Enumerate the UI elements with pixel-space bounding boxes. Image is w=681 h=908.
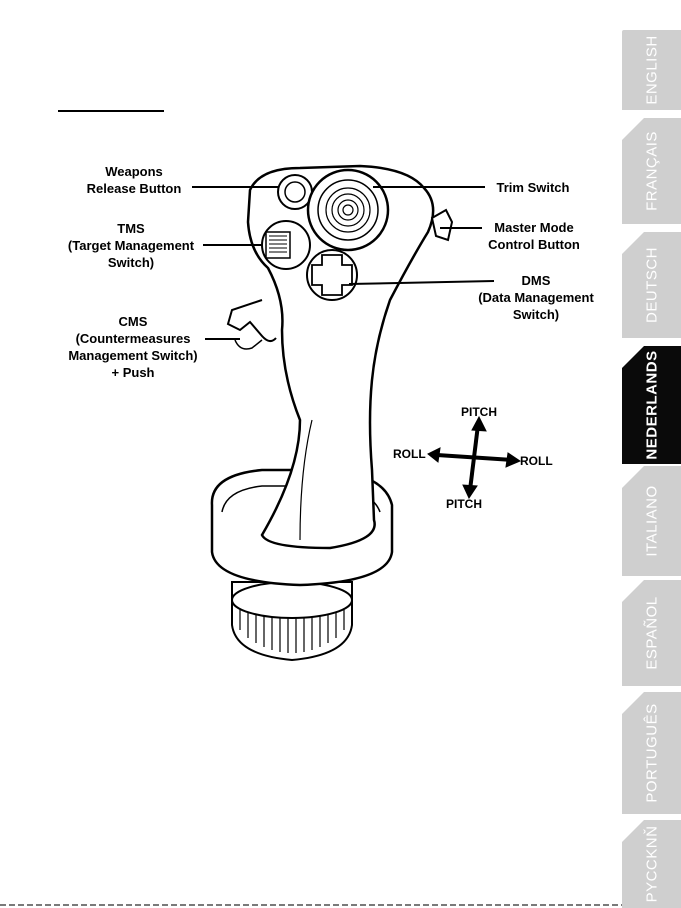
- master-mode-label: Master Mode Control Button: [480, 219, 588, 253]
- tab-label: ENGLISH: [643, 35, 660, 104]
- trim-switch-label: Trim Switch: [485, 179, 581, 196]
- tms-label: TMS (Target Management Switch): [56, 220, 206, 271]
- tab-deutsch[interactable]: DEUTSCH: [622, 232, 681, 338]
- pitch-top-label: PITCH: [461, 405, 497, 419]
- dms-label: DMS (Data Management Switch): [466, 272, 606, 323]
- tab-portugues[interactable]: PORTUGUÊS: [622, 692, 681, 814]
- cms-label: CMS (Countermeasures Management Switch) …: [58, 313, 208, 381]
- roll-right-label: ROLL: [520, 454, 553, 468]
- tab-label: PYCCKNŇ: [643, 826, 660, 903]
- tab-english[interactable]: ENGLISH: [622, 30, 681, 110]
- tab-espanol[interactable]: ESPAÑOL: [622, 580, 681, 686]
- language-tabs: ENGLISH FRANÇAIS DEUTSCH NEDERLANDS ITAL…: [622, 0, 681, 908]
- tab-label: PORTUGUÊS: [643, 703, 660, 802]
- tab-label: ITALIANO: [643, 485, 660, 556]
- tab-label: ESPAÑOL: [643, 596, 660, 669]
- tab-francais[interactable]: FRANÇAIS: [622, 118, 681, 224]
- tab-label: FRANÇAIS: [643, 131, 660, 211]
- tab-label: NEDERLANDS: [643, 350, 660, 459]
- weapons-release-button-label: Weapons Release Button: [82, 163, 186, 197]
- pitch-roll-arrows-icon: [428, 417, 520, 498]
- tab-label: DEUTSCH: [643, 247, 660, 323]
- page-footer-rule: [0, 904, 622, 906]
- tab-russian[interactable]: PYCCKNŇ: [622, 820, 681, 908]
- tab-nederlands[interactable]: NEDERLANDS: [622, 346, 681, 464]
- tab-italiano[interactable]: ITALIANO: [622, 466, 681, 576]
- roll-left-label: ROLL: [393, 447, 426, 461]
- pitch-bottom-label: PITCH: [446, 497, 482, 511]
